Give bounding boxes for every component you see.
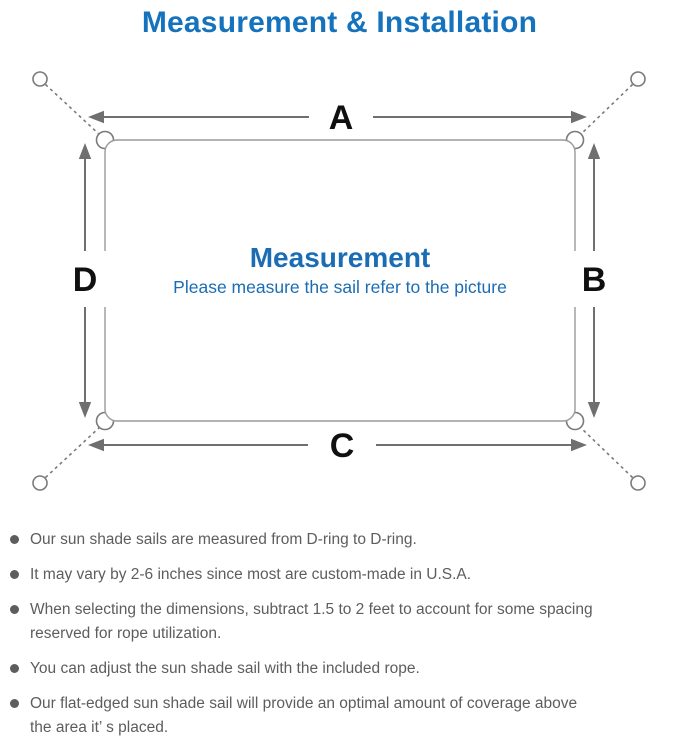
list-item: You can adjust the sun shade sail with t…: [10, 657, 679, 681]
bullet-line: Our flat-edged sun shade sail will provi…: [30, 695, 578, 712]
arrowhead-b-bottom: [587, 402, 601, 418]
rope-dashed-line-top-left: [44, 83, 102, 137]
bullet-line: reserved for rope utilization.: [30, 625, 222, 642]
arrowhead-d-top: [78, 143, 92, 159]
dimension-label-d: D: [73, 261, 98, 299]
bullet-line: You can adjust the sun shade sail with t…: [30, 660, 420, 677]
bullet-line: When selecting the dimensions, subtract …: [30, 601, 593, 618]
anchor-point-top-right: [630, 71, 646, 87]
measurement-diagram: A C D B Measurement Please measure the s…: [0, 55, 679, 515]
anchor-point-top-left: [32, 71, 48, 87]
bullet-icon: [10, 570, 19, 579]
list-item: Our flat-edged sun shade sail will provi…: [10, 692, 679, 740]
diagram-center-title: Measurement: [250, 242, 431, 273]
dimension-label-b: B: [582, 261, 607, 299]
page-title: Measurement & Installation: [141, 6, 538, 39]
bullet-icon: [10, 699, 19, 708]
bullet-line: the area it’ s placed.: [30, 719, 169, 736]
bullet-icon: [10, 535, 19, 544]
arrowhead-c-left: [88, 438, 104, 452]
bullet-icon: [10, 664, 19, 673]
list-item: It may vary by 2-6 inches since most are…: [10, 563, 679, 587]
notes-list: Our sun shade sails are measured from D-…: [0, 528, 679, 740]
arrowhead-d-bottom: [78, 402, 92, 418]
list-item: Our sun shade sails are measured from D-…: [10, 528, 679, 552]
bullet-icon: [10, 605, 19, 614]
anchor-point-bottom-left: [32, 475, 48, 491]
arrowhead-a-left: [88, 110, 104, 124]
rope-dashed-line-bottom-left: [44, 425, 102, 479]
rope-dashed-line-top-right: [578, 83, 634, 137]
arrowhead-c-right: [571, 438, 587, 452]
dimension-label-a: A: [329, 99, 354, 137]
list-item: When selecting the dimensions, subtract …: [10, 598, 679, 646]
diagram-svg: A C D B Measurement Please measure the s…: [32, 71, 646, 491]
arrowhead-b-top: [587, 143, 601, 159]
anchor-point-bottom-right: [630, 475, 646, 491]
bullet-line: Our sun shade sails are measured from D-…: [30, 531, 417, 548]
diagram-center-subtitle: Please measure the sail refer to the pic…: [173, 277, 507, 297]
rope-dashed-line-bottom-right: [578, 425, 634, 479]
bullet-line: It may vary by 2-6 inches since most are…: [30, 566, 472, 583]
arrowhead-a-right: [571, 110, 587, 124]
dimension-label-c: C: [330, 427, 355, 465]
